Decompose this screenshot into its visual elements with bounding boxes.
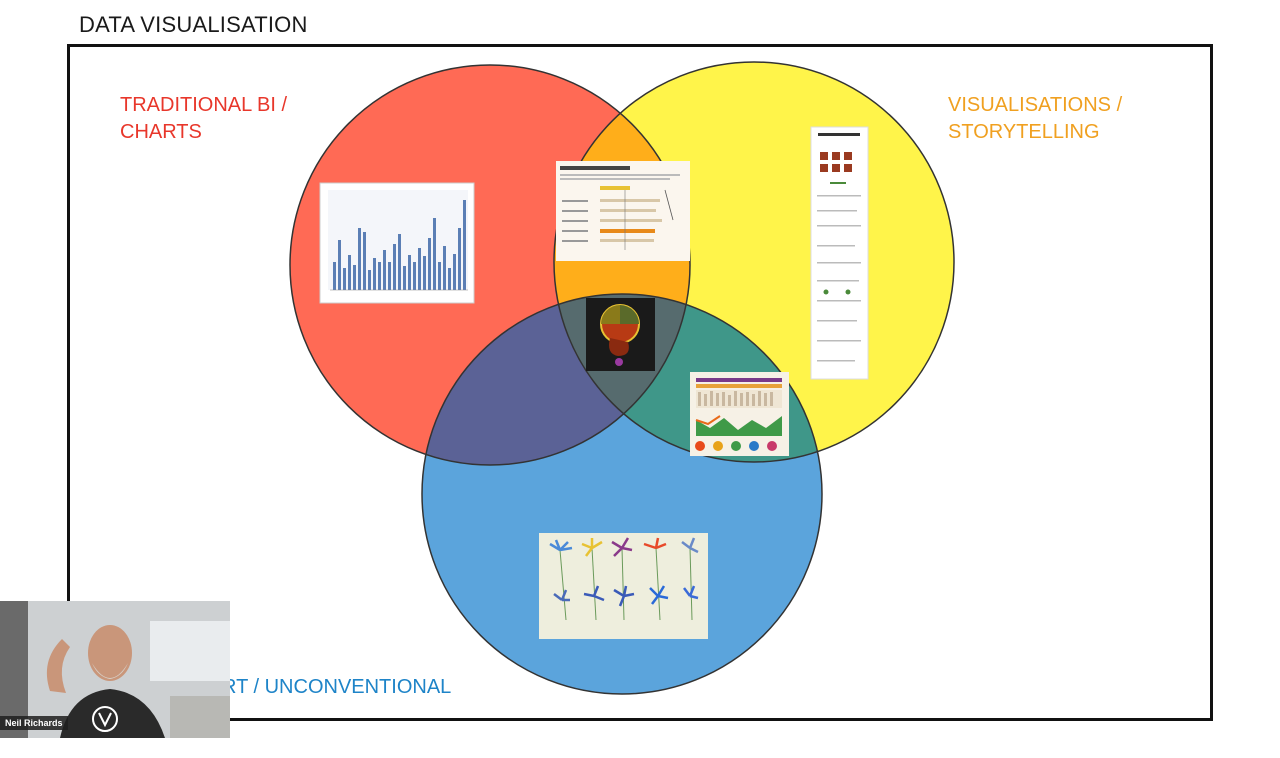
thumbnail-bar-chart bbox=[319, 182, 475, 304]
participant-name-tag: Neil Richards bbox=[0, 716, 68, 730]
thumbnail-flowers bbox=[539, 533, 708, 639]
overlap-bi-art bbox=[422, 294, 690, 465]
label-traditional-bi-line1: TRADITIONAL BI / bbox=[120, 94, 288, 116]
webcam-video bbox=[0, 601, 230, 738]
slide-title: DATA VISUALISATION bbox=[79, 12, 308, 37]
thumbnail-infographic-poster bbox=[810, 126, 869, 380]
webcam-overlay[interactable]: Neil Richards bbox=[0, 601, 230, 738]
label-traditional-bi: TRADITIONAL BI / CHARTS bbox=[120, 92, 287, 146]
venn-frame bbox=[67, 44, 1213, 721]
label-traditional-bi-line2: CHARTS bbox=[120, 121, 202, 143]
thumbnail-sugar-chart bbox=[556, 161, 690, 261]
label-visualisations-line2: STORYTELLING bbox=[948, 121, 1100, 143]
label-visualisations: VISUALISATIONS / STORYTELLING bbox=[948, 92, 1122, 146]
thumbnail-weather-graphic bbox=[690, 372, 789, 456]
thumbnail-radial-art bbox=[586, 298, 655, 371]
label-art-line1: RT / UNCONVENTIONAL bbox=[222, 676, 452, 698]
label-visualisations-line1: VISUALISATIONS / bbox=[948, 94, 1123, 116]
label-art: RT / UNCONVENTIONAL bbox=[222, 674, 451, 701]
